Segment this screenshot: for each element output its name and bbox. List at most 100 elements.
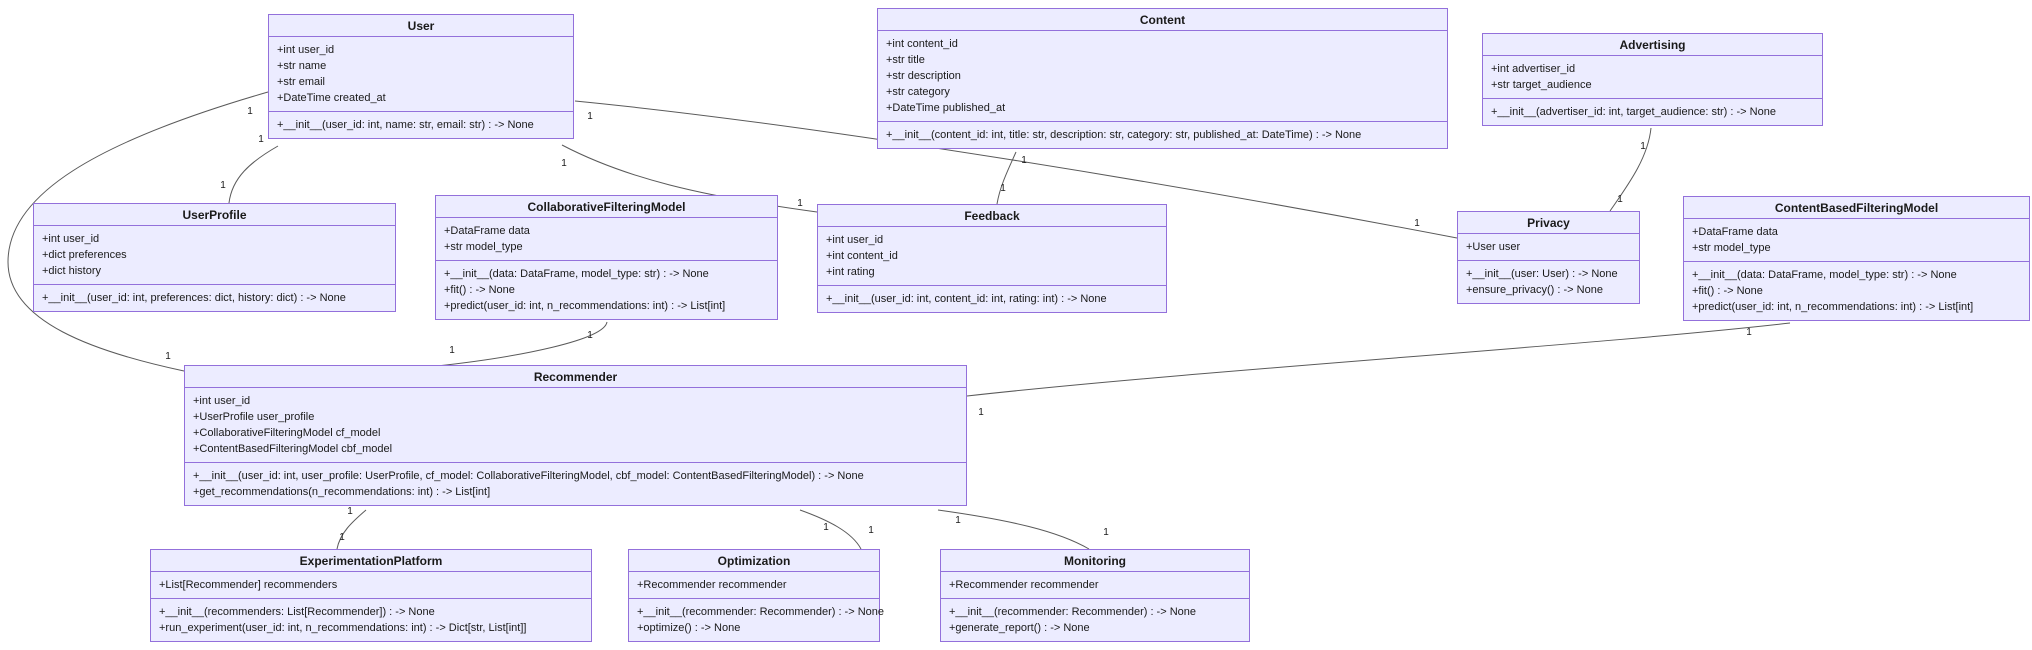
cardinality-label-user-feedback-1: 1 (797, 198, 803, 209)
class-attributes: +DataFrame data +str model_type (1684, 219, 2029, 262)
class-methods: +__init__(recommender: Recommender) : ->… (941, 599, 1249, 641)
edge-advertising-privacy (1609, 127, 1652, 212)
class-attribute: +int rating (826, 266, 875, 278)
class-experimentation: ExperimentationPlatform+List[Recommender… (150, 549, 592, 642)
class-attribute: +int user_id (826, 234, 884, 246)
class-methods: +__init__(user_id: int, name: str, email… (269, 112, 573, 138)
class-method: +optimize() : -> None (637, 622, 741, 634)
edge-user-userprofile (228, 145, 279, 204)
class-userprofile: UserProfile+int user_id+dict preferences… (33, 203, 396, 312)
class-method: +__init__(user_id: int, content_id: int,… (826, 293, 1107, 305)
cardinality-label-cbfm-recommender-1: 1 (978, 407, 984, 418)
class-method: +predict(user_id: int, n_recommendations… (444, 300, 726, 312)
class-method: +__init__(user: User) : -> None (1466, 268, 1618, 280)
cardinality-label-user-userprofile-1: 1 (220, 180, 226, 191)
class-attribute: +UserProfile user_profile (193, 411, 315, 423)
edge-cfm-recommender (436, 321, 608, 367)
class-method: +__init__(recommenders: List[Recommender… (159, 606, 435, 618)
class-attribute: +DateTime published_at (886, 102, 1006, 114)
class-attribute: +str description (886, 70, 961, 82)
class-methods: +__init__(content_id: int, title: str, d… (878, 122, 1447, 148)
class-attribute: +str target_audience (1491, 79, 1592, 91)
class-feedback: Feedback +int user_id +int content_id +int … (817, 204, 1167, 313)
cardinality-label-content-feedback-0: 1 (1021, 155, 1027, 166)
class-attribute: +int user_id (277, 44, 335, 56)
class-attribute: +Recommender recommender (949, 579, 1099, 591)
cardinality-label-user-feedback-0: 1 (561, 158, 567, 169)
cardinality-label-cfm-recommender-1: 1 (449, 345, 455, 356)
class-content: Content +int content_id +str title +str des… (877, 8, 1448, 149)
class-attribute: +str name (277, 60, 327, 72)
class-attribute: +ContentBasedFilteringModel cbf_model (193, 443, 393, 455)
cardinality-label-cfm-recommender-0: 1 (587, 330, 593, 341)
class-attributes: +int user_id +dict preferences +dict histo… (34, 226, 395, 285)
class-cfm: CollaborativeFilteringModel+DataFrame da… (435, 195, 778, 320)
class-attributes: +int user_id+str name+str email+DateTime… (269, 37, 573, 112)
class-recommender: Recommender+int user_id+UserProfile user… (184, 365, 967, 506)
edge-content-feedback (996, 151, 1017, 205)
class-attribute: +DataFrame data (1692, 226, 1778, 238)
class-attributes: +int content_id +str title +str descriptio… (878, 31, 1447, 122)
class-title-cfm: CollaborativeFilteringModel (436, 196, 777, 218)
class-attributes: +int advertiser_id+str target_audience (1483, 56, 1822, 99)
cardinality-label-recommender-experimentation-1: 1 (339, 532, 345, 543)
class-privacy: Privacy+User user+__init__(user: User) :… (1457, 211, 1640, 304)
class-methods: +__init__(recommenders: List[Recommender… (151, 599, 591, 641)
cardinality-label-advertising-privacy-1: 1 (1617, 194, 1623, 205)
cardinality-label-recommender-monitoring-1: 1 (1103, 527, 1109, 538)
class-title-recommender: Recommender (185, 366, 966, 388)
class-method: +__init__(content_id: int, title: str, d… (886, 129, 1362, 141)
class-user: User+int user_id+str name+str email+Date… (268, 14, 574, 139)
cardinality-label-recommender-optimization-1: 1 (868, 525, 874, 536)
class-methods: +__init__(data: DataFrame, model_type: s… (436, 261, 777, 319)
class-method: +fit() : -> None (1692, 285, 1763, 297)
class-title-user: User (269, 15, 573, 37)
cardinality-label-user-privacy-0: 1 (587, 111, 593, 122)
class-method: +ensure_privacy() : -> None (1466, 284, 1603, 296)
cardinality-label-user-privacy-1: 1 (1414, 218, 1420, 229)
class-method: +__init__(recommender: Recommender) : ->… (949, 606, 1197, 618)
cardinality-label-user-userprofile-0: 1 (258, 134, 264, 145)
class-title-content: Content (878, 9, 1447, 31)
class-attribute: +str model_type (1692, 242, 1771, 254)
class-method: +__init__(user_id: int, preferences: dic… (42, 292, 346, 304)
cardinality-label-recommender-monitoring-0: 1 (955, 515, 961, 526)
class-method: +__init__(data: DataFrame, model_type: s… (1692, 269, 1957, 281)
class-methods: +__init__(user: User) : -> None +ensure_p… (1458, 261, 1639, 303)
class-attributes: +List[Recommender] recommenders (151, 572, 591, 599)
class-attributes: +DataFrame data+str model_type (436, 218, 777, 261)
class-methods: +__init__(user_id: int, preferences: dic… (34, 285, 395, 311)
class-method: +generate_report() : -> None (949, 622, 1090, 634)
class-methods: +__init__(data: DataFrame, model_type: s… (1684, 262, 2029, 320)
class-attribute: +str model_type (444, 241, 523, 253)
class-attribute: +dict preferences (42, 249, 127, 261)
class-attributes: +Recommender recommender (629, 572, 879, 599)
cardinality-label-cbfm-recommender-0: 1 (1746, 327, 1752, 338)
edge-user-recommender (7, 91, 269, 372)
edge-recommender-monitoring (937, 509, 1090, 550)
class-advertising: Advertising+int advertiser_id+str target… (1482, 33, 1823, 126)
class-attributes: +Recommender recommender (941, 572, 1249, 599)
cardinality-label-recommender-optimization-0: 1 (823, 522, 829, 533)
class-title-experimentation: ExperimentationPlatform (151, 550, 591, 572)
cardinality-label-user-recommender-0: 1 (247, 106, 253, 117)
class-method: +__init__(advertiser_id: int, target_aud… (1491, 106, 1776, 118)
class-attributes: +User user (1458, 234, 1639, 261)
class-attribute: +str title (886, 54, 925, 66)
class-methods: +__init__(recommender: Recommender) : ->… (629, 599, 884, 641)
class-methods: +__init__(user_id: int, user_profile: Us… (185, 463, 966, 505)
class-title-cbfm: ContentBasedFilteringModel (1684, 197, 2029, 219)
cardinality-label-content-feedback-1: 1 (1000, 183, 1006, 194)
cardinality-label-advertising-privacy-0: 1 (1640, 141, 1646, 152)
class-attribute: +dict history (42, 265, 101, 277)
cardinality-label-user-recommender-1: 1 (165, 351, 171, 362)
class-attribute: +int user_id (42, 233, 100, 245)
class-method: +run_experiment(user_id: int, n_recommen… (159, 622, 527, 634)
class-attribute: +int content_id (886, 38, 958, 50)
class-methods: +__init__(advertiser_id: int, target_aud… (1483, 99, 1822, 125)
class-attribute: +int content_id (826, 250, 898, 262)
edge-recommender-experimentation (336, 509, 367, 550)
class-title-feedback: Feedback (818, 205, 1166, 227)
class-attribute: +Recommender recommender (637, 579, 787, 591)
